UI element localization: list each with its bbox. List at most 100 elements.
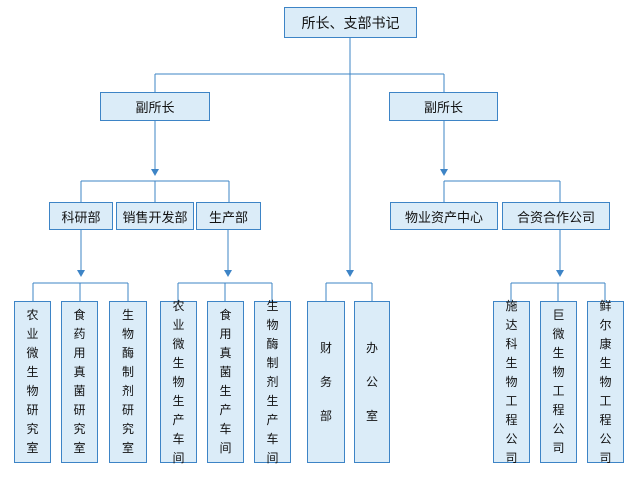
label-char: 菌 (219, 365, 232, 379)
label-char: 间 (266, 450, 279, 465)
label-char: 工 (552, 384, 565, 398)
label-char: 生 (599, 355, 612, 370)
label-char: 生 (121, 308, 134, 322)
label-char: 务 (319, 375, 332, 389)
label-char: 车 (172, 431, 185, 446)
label-char: 室 (121, 441, 134, 455)
node-vice-director-right: 副所长 (389, 92, 498, 121)
label-char: 产 (172, 412, 185, 427)
label-char: 生 (552, 346, 565, 360)
node-office: 办公室 (354, 301, 390, 463)
label-char: 用 (219, 327, 232, 341)
label-char: 车 (266, 431, 279, 446)
label-char: 农 (26, 308, 39, 322)
label-char: 司 (552, 441, 565, 455)
label-char: 司 (599, 450, 612, 465)
label-char: 办 (365, 341, 378, 355)
label-char: 生 (505, 355, 518, 370)
label-char: 程 (505, 412, 518, 427)
label-char: 生 (172, 393, 185, 408)
label-char: 程 (552, 403, 565, 417)
label-char: 物 (172, 374, 185, 389)
label-char: 研 (73, 403, 86, 417)
label-char: 微 (26, 346, 39, 360)
label-char: 巨 (552, 308, 565, 322)
label-char: 康 (599, 336, 612, 351)
label-char: 尔 (599, 317, 612, 332)
label-char: 研 (121, 403, 134, 417)
label-char: 间 (219, 441, 232, 455)
node-lab-bio-enzyme: 生物酶制剂研究室 (109, 301, 147, 463)
label-char: 究 (26, 422, 39, 436)
label-char: 程 (599, 412, 612, 427)
label-char: 财 (319, 341, 332, 355)
label-char: 公 (599, 431, 612, 446)
label-char: 室 (26, 441, 39, 455)
label-char: 司 (505, 450, 518, 465)
label-char: 剂 (121, 384, 134, 398)
label-char: 产 (219, 403, 232, 417)
label-char: 室 (73, 441, 86, 455)
label-char: 公 (505, 431, 518, 446)
label-char: 生 (172, 355, 185, 370)
label-char: 微 (552, 327, 565, 341)
label-char: 制 (121, 365, 134, 379)
label-char: 食 (219, 308, 232, 322)
label-char: 车 (219, 422, 232, 436)
label-char: 物 (552, 365, 565, 379)
label-char: 施 (505, 298, 518, 313)
label-char: 生 (219, 384, 232, 398)
label-char: 农 (172, 298, 185, 313)
label-char: 科 (505, 336, 518, 351)
node-company-xianerkang: 鲜尔康生物工程公司 (587, 299, 624, 465)
node-workshop-edible-fungi: 食用真菌生产车间 (207, 301, 244, 463)
label-char: 工 (599, 393, 612, 408)
label-char: 物 (266, 317, 279, 332)
label-char: 菌 (73, 384, 86, 398)
label-char: 间 (172, 450, 185, 465)
label-char: 达 (505, 317, 518, 332)
label-char: 业 (172, 317, 185, 332)
label-char: 真 (219, 346, 232, 360)
node-lab-edible-fungi: 食药用真菌研究室 (61, 301, 98, 463)
label-char: 生 (266, 298, 279, 313)
node-research-dept: 科研部 (49, 202, 113, 230)
node-director: 所长、支部书记 (284, 7, 417, 38)
label-char: 物 (599, 374, 612, 389)
node-company-shidake: 施达科生物工程公司 (493, 299, 530, 465)
label-char: 剂 (266, 374, 279, 389)
label-char: 究 (73, 422, 86, 436)
label-char: 部 (319, 409, 332, 423)
label-char: 酶 (121, 346, 134, 360)
label-char: 工 (505, 393, 518, 408)
label-char: 研 (26, 403, 39, 417)
label-char: 生 (26, 365, 39, 379)
node-production-dept: 生产部 (196, 202, 261, 230)
label-char: 业 (26, 327, 39, 341)
label-char: 真 (73, 365, 86, 379)
label-char: 公 (365, 375, 378, 389)
node-sales-dept: 销售开发部 (116, 202, 194, 230)
label-char: 食 (73, 308, 86, 322)
node-finance-dept: 财务部 (307, 301, 345, 463)
label-char: 公 (552, 422, 565, 436)
label-char: 酶 (266, 336, 279, 351)
node-property-center: 物业资产中心 (390, 202, 498, 230)
label-char: 产 (266, 412, 279, 427)
node-company-juwei: 巨微生物工程公司 (540, 301, 577, 463)
label-char: 生 (266, 393, 279, 408)
node-workshop-agri-microbe: 农业微生物生产车间 (160, 299, 197, 465)
label-char: 物 (121, 327, 134, 341)
label-char: 制 (266, 355, 279, 370)
node-workshop-bio-enzyme: 生物酶制剂生产车间 (254, 299, 291, 465)
label-char: 用 (73, 346, 86, 360)
label-char: 物 (505, 374, 518, 389)
node-lab-agri-microbe: 农业微生物研究室 (14, 301, 51, 463)
label-char: 室 (365, 409, 378, 423)
node-vice-director-left: 副所长 (100, 92, 210, 121)
label-char: 究 (121, 422, 134, 436)
label-char: 鲜 (599, 298, 612, 313)
label-char: 物 (26, 384, 39, 398)
label-char: 微 (172, 336, 185, 351)
